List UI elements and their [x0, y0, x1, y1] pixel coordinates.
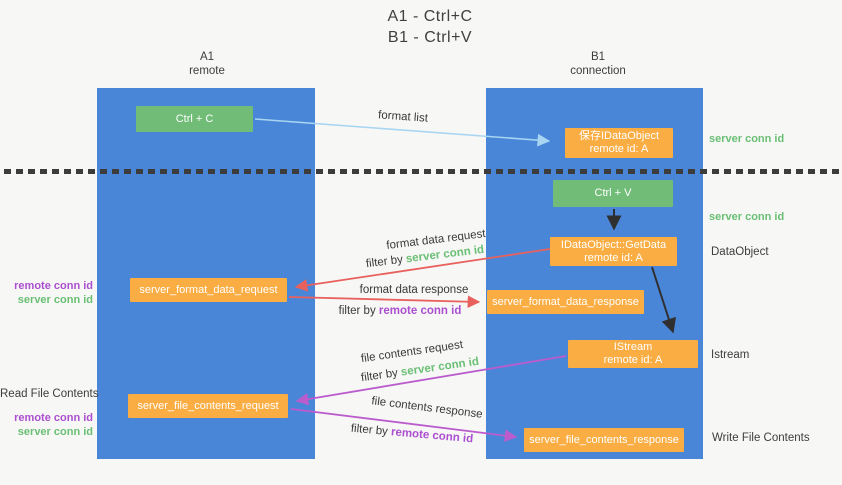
label-filter-by-server-1: filter by server conn id [365, 244, 484, 270]
filter-by-text: filter by [350, 422, 389, 438]
lane-b1-header: B1 connection [538, 50, 658, 78]
node-server-format-data-response: server_format_data_response [487, 290, 644, 314]
node-idataobject-getdata-line2: remote id: A [584, 251, 643, 264]
title-line-2: B1 - Ctrl+V [387, 29, 473, 46]
lane-a1-header: A1 remote [147, 50, 267, 78]
node-server-format-data-request-label: server_format_data_request [139, 283, 278, 296]
label-write-file-contents: Write File Contents [712, 432, 810, 444]
node-server-file-contents-request-label: server_file_contents_request [137, 399, 279, 412]
label-server-conn-id-left-2: server conn id [17, 426, 93, 438]
node-ctrl-c: Ctrl + C [136, 106, 253, 132]
node-save-idataobject-line1: 保存IDataObject [578, 130, 660, 142]
node-server-format-data-response-label: server_format_data_response [492, 295, 639, 308]
session-separator-line [4, 169, 840, 174]
node-ctrl-v-label: Ctrl + V [594, 187, 632, 199]
label-istream: Istream [711, 349, 750, 361]
node-idataobject-getdata: IDataObject::GetData remote id: A [550, 237, 677, 266]
remote-conn-id-text: remote conn id [378, 305, 462, 317]
label-remote-conn-id-left-1: remote conn id [14, 280, 93, 292]
node-idataobject-getdata-line1: IDataObject::GetData [560, 238, 667, 251]
lane-b1-subtitle: connection [570, 65, 626, 77]
filter-by-text: filter by [365, 253, 404, 271]
node-ctrl-c-label: Ctrl + C [175, 112, 214, 125]
label-server-conn-id-left-1: server conn id [17, 294, 93, 306]
label-read-file-contents: Read File Contents [0, 388, 99, 400]
label-file-contents-response: file contents response [370, 395, 484, 421]
node-save-idataobject: 保存IDataObject remote id: A [565, 128, 673, 158]
label-remote-conn-id-left-2: remote conn id [14, 412, 93, 424]
label-filter-by-remote-1: filter by remote conn id [339, 305, 462, 317]
filter-by-text: filter by [338, 305, 376, 317]
lane-a1-subtitle: remote [189, 65, 225, 77]
lane-b1-name: B1 [590, 51, 606, 63]
node-istream: IStream remote id: A [568, 340, 698, 368]
label-format-data-response: format data response [359, 284, 469, 296]
node-istream-line2: remote id: A [603, 354, 663, 366]
label-server-conn-id-top: server conn id [709, 133, 785, 145]
label-dataobject: DataObject [711, 246, 769, 258]
label-format-list: format list [377, 109, 429, 125]
node-ctrl-v: Ctrl + V [553, 180, 673, 207]
filter-by-text: filter by [360, 367, 399, 385]
lane-a1-name: A1 [199, 51, 215, 63]
diagram-title: A1 - Ctrl+C B1 - Ctrl+V [0, 6, 842, 48]
node-istream-line1: IStream [613, 341, 653, 353]
format-request-to-response-arrow [288, 295, 481, 308]
node-server-format-data-request: server_format_data_request [130, 278, 287, 302]
remote-conn-id-text: remote conn id [390, 426, 474, 446]
node-server-file-contents-request: server_file_contents_request [128, 394, 288, 418]
left-conn-id-group-1: remote conn id server conn id [0, 279, 93, 307]
label-server-conn-id-mid: server conn id [709, 211, 785, 223]
node-save-idataobject-line2: remote id: A [589, 143, 649, 155]
title-line-1: A1 - Ctrl+C [387, 8, 473, 25]
left-conn-id-group-2: remote conn id server conn id [0, 411, 93, 439]
node-server-file-contents-response-label: server_file_contents_response [529, 433, 679, 446]
label-filter-by-remote-2: filter by remote conn id [350, 423, 473, 446]
server-conn-id-text: server conn id [400, 355, 480, 379]
node-server-file-contents-response: server_file_contents_response [524, 428, 684, 452]
